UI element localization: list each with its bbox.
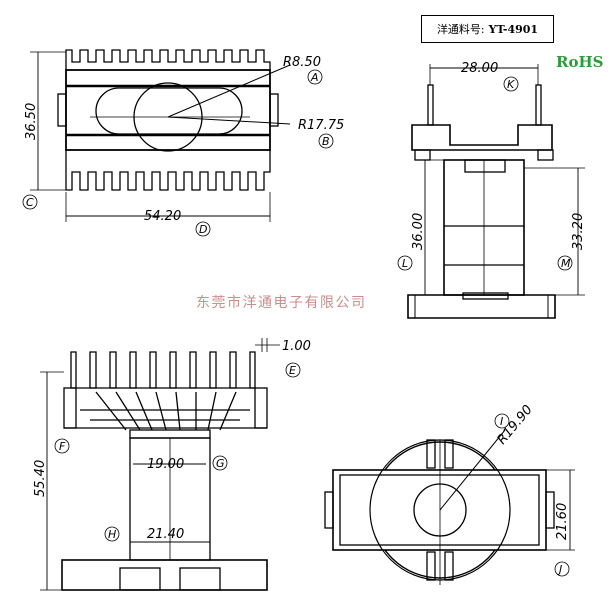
label-h: H	[108, 528, 116, 541]
dim-front-inner: 19.00	[147, 457, 184, 472]
label-k: K	[507, 78, 515, 91]
part-number: YT-4901	[488, 22, 539, 36]
reference-letters: A B C D E F G H I J K L M	[26, 71, 571, 576]
company-watermark: 东莞市洋通电子有限公司	[196, 295, 367, 311]
dim-bottom-height: 21.60	[555, 503, 570, 540]
side-view	[397, 64, 585, 319]
front-view	[40, 338, 301, 591]
label-i: I	[500, 415, 503, 428]
bottom-view	[324, 413, 575, 585]
dim-r-large: R17.75	[298, 118, 344, 133]
dimension-labels: R8.50 R17.75 36.50 54.20 28.00 36.00 33.…	[24, 55, 586, 542]
label-c: C	[26, 196, 34, 209]
dim-side-inner: 33.20	[571, 213, 586, 250]
dim-side-width: 28.00	[461, 61, 498, 76]
label-b: B	[322, 135, 330, 148]
dim-side-height: 36.00	[411, 213, 426, 250]
label-j: J	[557, 563, 562, 576]
dim-width-top: 54.20	[144, 209, 181, 224]
label-e: E	[289, 364, 296, 377]
part-number-label: 洋通料号:	[436, 23, 485, 36]
label-g: G	[216, 457, 225, 470]
dim-height-top: 36.50	[24, 103, 39, 140]
label-a: A	[310, 71, 319, 84]
rohs-mark: RoHS	[556, 53, 604, 71]
label-l: L	[402, 257, 408, 270]
label-d: D	[199, 223, 207, 236]
dim-front-height: 55.40	[33, 460, 48, 497]
part-number-box: 洋通料号: YT-4901	[421, 15, 554, 43]
top-view	[22, 49, 334, 237]
label-m: M	[561, 257, 571, 270]
dim-front-outer: 21.40	[147, 527, 184, 542]
dim-pin-pitch: 1.00	[282, 339, 311, 354]
label-f: F	[59, 440, 66, 453]
dim-r-small: R8.50	[283, 55, 321, 70]
